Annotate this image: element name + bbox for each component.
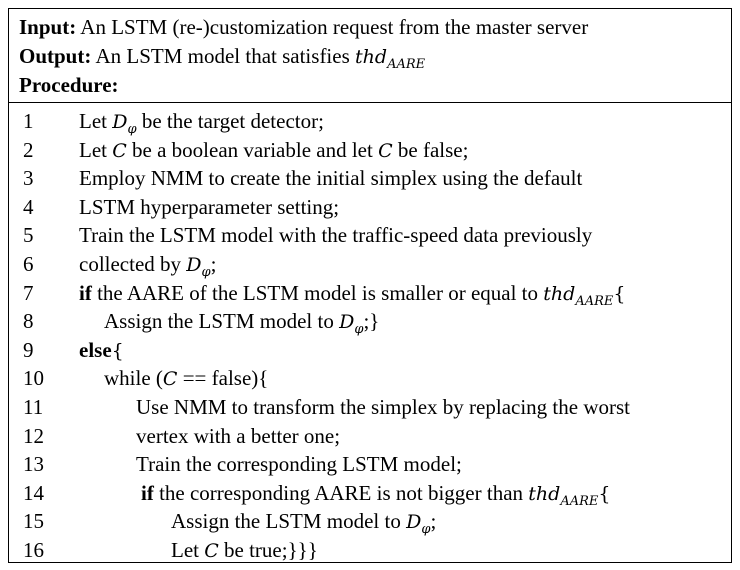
procedure-line-4: 4 LSTM hyperparameter setting; [9, 193, 731, 222]
line-text: Let C be true;}}} [171, 537, 318, 562]
line-text: Use NMM to transform the simplex by repl… [136, 394, 630, 419]
line-text: Train the corresponding LSTM model; [136, 452, 462, 477]
line-text: vertex with a better one; [136, 423, 341, 448]
output-label: Output: [19, 44, 92, 68]
line-text: while (C == false){ [104, 366, 269, 391]
line-text: Let C be a boolean variable and let C be… [79, 137, 469, 162]
line-text: Train the LSTM model with the traffic-sp… [79, 223, 593, 248]
procedure-line-7: 7 if the AARE of the LSTM model is small… [9, 279, 731, 309]
line-number: 6 [23, 251, 34, 276]
line-number: 5 [23, 223, 34, 248]
line-text: LSTM hyperparameter setting; [79, 194, 340, 219]
output-text: An LSTM model that satisfies [95, 44, 350, 68]
procedure-line-8: 8 Assign the LSTM model to Dφ;} [9, 307, 731, 337]
line-number: 3 [23, 166, 34, 191]
procedure-line-15: 15 Assign the LSTM model to Dφ; [9, 507, 731, 537]
line-number: 16 [23, 537, 44, 562]
line-number: 7 [23, 280, 34, 305]
procedure-line-3: 3 Employ NMM to create the initial simpl… [9, 164, 731, 193]
line-text: Assign the LSTM model to Dφ;} [104, 309, 380, 337]
procedure-line-12: 12 vertex with a better one; [9, 422, 731, 451]
procedure-line-2: 2 Let C be a boolean variable and let C … [9, 136, 731, 165]
header-divider [9, 102, 731, 103]
procedure-line: Procedure: [19, 71, 721, 100]
line-text: if the corresponding AARE is not bigger … [141, 480, 611, 509]
procedure-line-9: 9 else{ [9, 336, 731, 365]
output-threshold-symbol: thdAARE [355, 46, 426, 72]
algorithm-header: Input: An LSTM (re-)customization reques… [9, 9, 731, 100]
line-text: else{ [79, 337, 124, 362]
line-number: 11 [23, 394, 44, 419]
line-number: 2 [23, 137, 34, 162]
line-text: Let Dφ be the target detector; [79, 109, 324, 137]
output-line: Output: An LSTM model that satisfies thd… [19, 42, 721, 72]
line-text: if the AARE of the LSTM model is smaller… [79, 280, 626, 309]
procedure-line-5: 5 Train the LSTM model with the traffic-… [9, 221, 731, 250]
procedure-label: Procedure: [19, 73, 119, 97]
line-text: Employ NMM to create the initial simplex… [79, 166, 583, 191]
line-text: Assign the LSTM model to Dφ; [171, 509, 437, 538]
line-number: 15 [23, 509, 44, 534]
procedure-line-10: 10 while (C == false){ [9, 364, 731, 393]
procedure-line-11: 11 Use NMM to transform the simplex by r… [9, 393, 731, 422]
procedure-line-16: 16 Let C be true;}}} [9, 536, 731, 565]
procedure-line-6: 6 collected by Dφ; [9, 250, 731, 280]
procedure-line-1: 1 Let Dφ be the target detector; [9, 107, 731, 137]
line-number: 9 [23, 337, 34, 362]
input-text: An LSTM (re-)customization request from … [80, 15, 589, 39]
line-number: 14 [23, 480, 44, 505]
line-text: collected by Dφ; [79, 251, 217, 280]
procedure-body: 1 Let Dφ be the target detector; 2 Let C… [9, 103, 731, 565]
procedure-line-13: 13 Train the corresponding LSTM model; [9, 450, 731, 479]
input-label: Input: [19, 15, 77, 39]
line-number: 8 [23, 309, 34, 334]
line-number: 1 [23, 109, 34, 133]
line-number: 12 [23, 423, 44, 448]
line-number: 4 [23, 194, 34, 219]
line-number: 10 [23, 366, 44, 391]
algorithm-box: Input: An LSTM (re-)customization reques… [8, 8, 732, 563]
line-number: 13 [23, 452, 44, 477]
procedure-line-14: 14 if the corresponding AARE is not bigg… [9, 479, 731, 509]
input-line: Input: An LSTM (re-)customization reques… [19, 13, 721, 42]
